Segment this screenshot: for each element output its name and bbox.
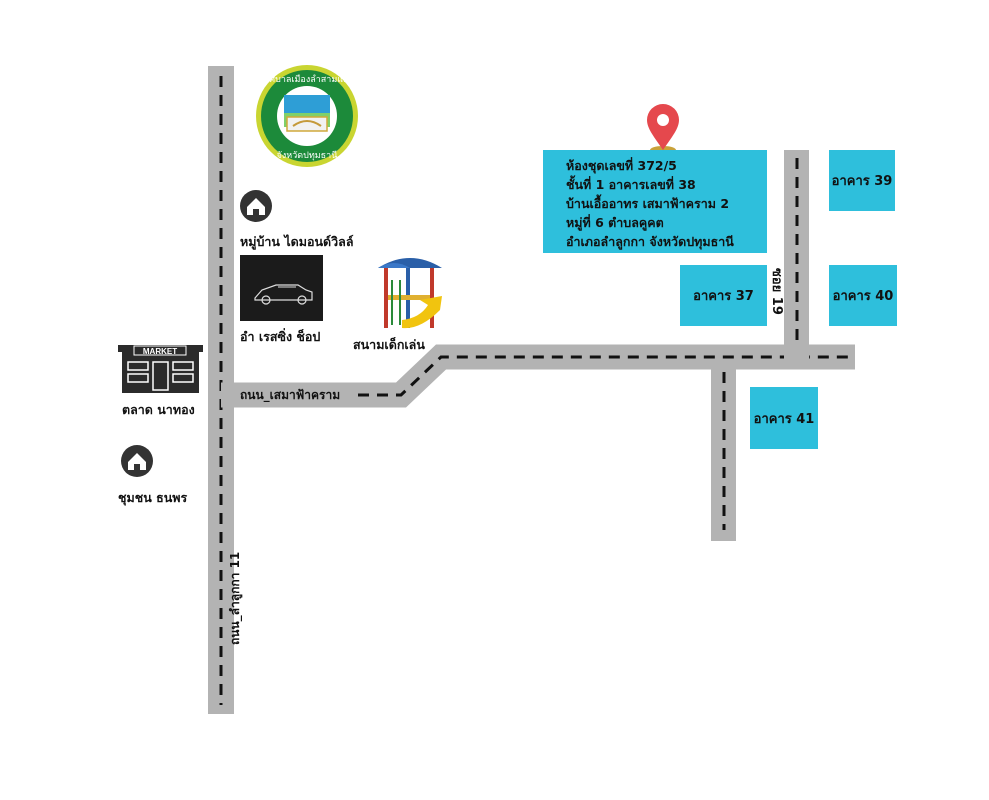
address-box: ห้องชุดเลขที่ 372/5 ชั้นที่ 1 อาคารเลขที…: [543, 150, 767, 253]
address-line: ชั้นที่ 1 อาคารเลขที่ 38: [566, 177, 696, 192]
playground-label: สนามเด็กเล่น: [353, 337, 425, 352]
home-icon: [240, 190, 272, 222]
road-label-soi-19: ซอย 19: [769, 268, 784, 315]
building-37: อาคาร 37: [680, 265, 767, 326]
market-label: ตลาด นาทอง: [122, 402, 195, 417]
building-41: อาคาร 41: [750, 387, 818, 449]
road-semafahkram-centerline: [358, 355, 850, 397]
road-label-semafahkram: ถนน_เสมาฟ้าคราม: [240, 388, 341, 402]
address-line: บ้านเอื้ออาทร เสมาฟ้าคราม 2: [566, 196, 730, 211]
road-label-lamlukka-11: ถนน_ลำลูกกา 11: [228, 551, 242, 645]
car-icon: [240, 255, 323, 321]
location-pin-icon: [647, 104, 679, 154]
seal-top-text: เทศบาลเมืองลำสามแก้ว: [260, 75, 354, 85]
address-line: หมู่ที่ 6 ตำบลคูคต: [566, 215, 664, 230]
home-icon: [121, 445, 153, 477]
market-sign-text: MARKET: [143, 347, 177, 356]
address-line: ห้องชุดเลขที่ 372/5: [566, 158, 677, 173]
shop-label: อำ เรสซิ่ง ช็อป: [240, 329, 321, 344]
community-label: ชุมชน ธนพร: [118, 490, 188, 505]
seal-bottom-text: จังหวัดปทุมธานี: [276, 151, 338, 161]
municipal-seal: [256, 65, 358, 167]
market-icon: [118, 345, 203, 393]
address-line: อำเภอลำลูกกา จังหวัดปทุมธานี: [566, 234, 734, 249]
building-40: อาคาร 40: [829, 265, 897, 326]
village-label: หมู่บ้าน ไดมอนด์วิลล์: [240, 234, 354, 249]
playground-icon: [378, 258, 442, 329]
building-39: อาคาร 39: [829, 150, 895, 211]
